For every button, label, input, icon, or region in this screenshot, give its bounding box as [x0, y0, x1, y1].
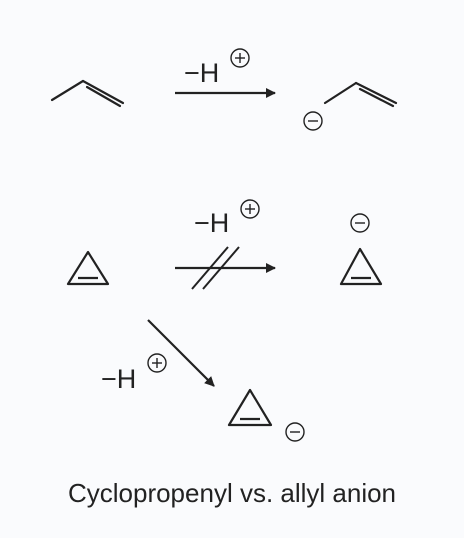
- cyclopropenyl-anion-product: [227, 388, 273, 427]
- minus-h-label: −H: [101, 364, 136, 394]
- allyl-anion-molecule: [323, 81, 398, 108]
- minus-h-label: −H: [194, 208, 229, 238]
- circled-plus-icon: [230, 48, 250, 68]
- circled-minus-icon: [285, 422, 305, 442]
- reagent-deprotonation-3: −H: [101, 353, 167, 394]
- reaction-arrow-diagonal: [147, 319, 215, 387]
- reaction-scheme: −H −H: [50, 48, 398, 442]
- figure-caption: Cyclopropenyl vs. allyl anion: [67, 478, 397, 508]
- crossed-reaction-arrow: [175, 246, 276, 290]
- circled-plus-icon: [147, 353, 167, 373]
- cyclopropenyl-anion-molecule: [339, 247, 383, 286]
- cyclopropene-molecule: [66, 250, 110, 286]
- circled-plus-icon: [240, 199, 260, 219]
- circled-minus-icon: [303, 111, 323, 131]
- circled-minus-icon: [350, 213, 370, 233]
- minus-h-label: −H: [184, 58, 219, 88]
- reagent-deprotonation-2: −H: [194, 199, 260, 238]
- reagent-deprotonation-1: −H: [184, 48, 250, 88]
- propene-molecule: [50, 79, 125, 108]
